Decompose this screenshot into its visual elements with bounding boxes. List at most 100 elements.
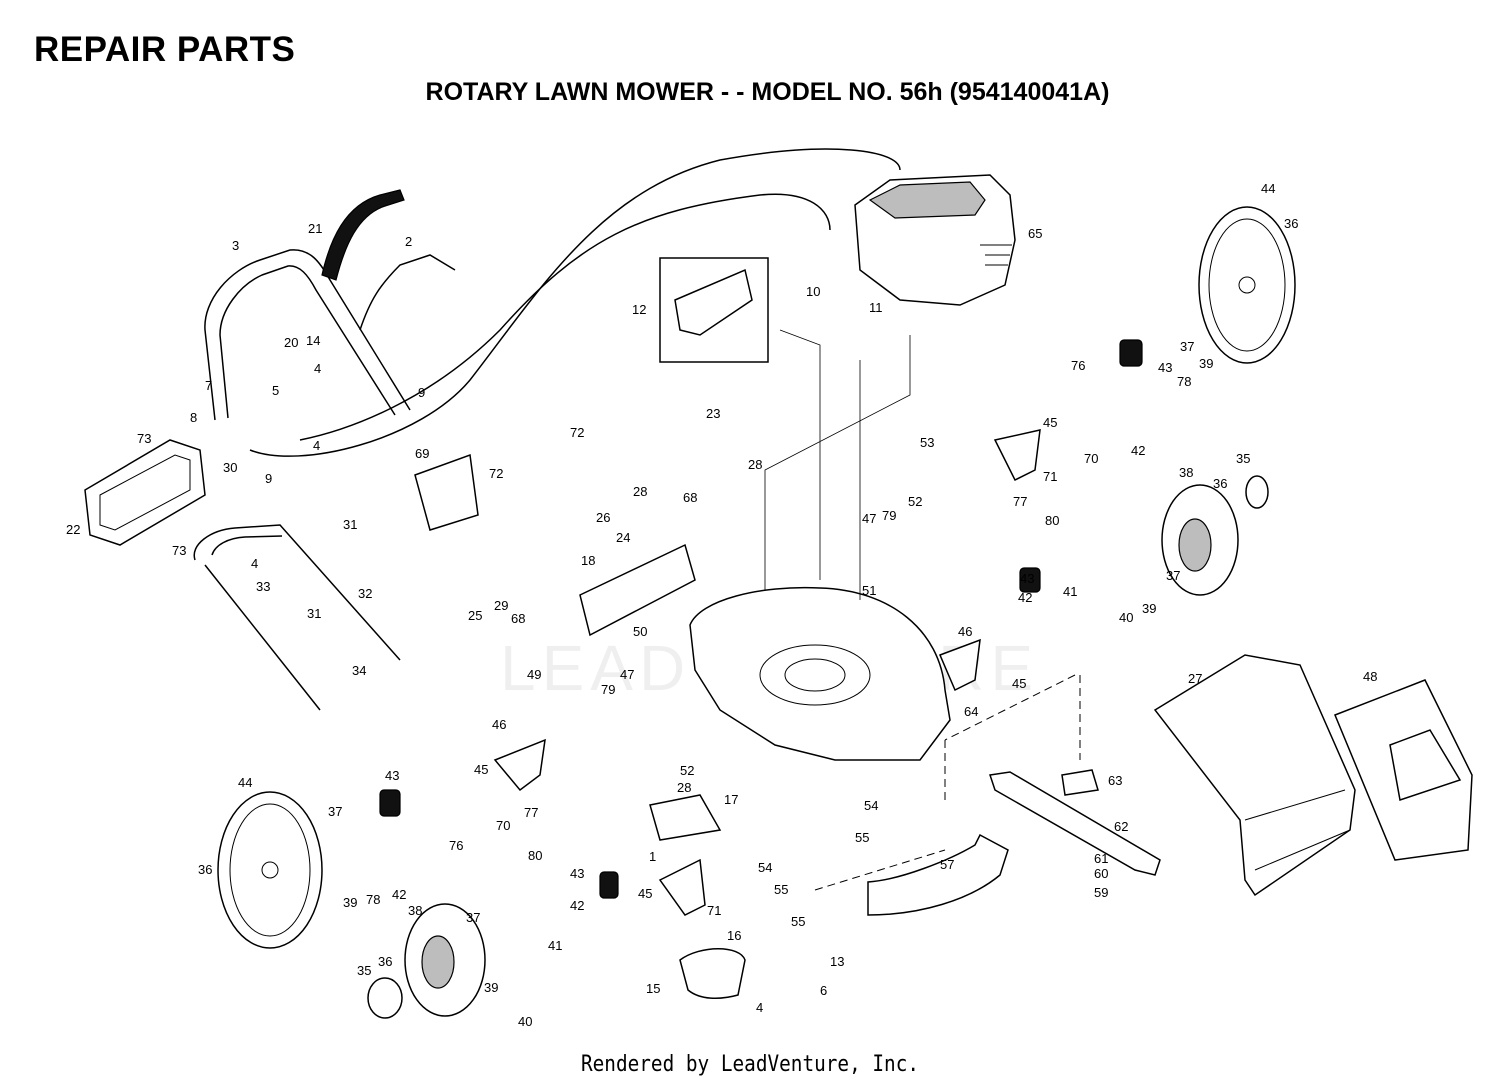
callout: 53 xyxy=(920,435,934,450)
callout: 72 xyxy=(489,466,503,481)
callout: 36 xyxy=(1213,476,1227,491)
callout: 4 xyxy=(313,438,320,453)
mower-blade xyxy=(989,771,1161,876)
callout: 4 xyxy=(314,361,321,376)
callout: 57 xyxy=(940,857,954,872)
callout: 37 xyxy=(328,804,342,819)
rear-wheel-right xyxy=(1198,206,1296,364)
mulch-plug xyxy=(867,833,1009,916)
callout: 13 xyxy=(830,954,844,969)
callout-labels: 3 21 2 20 14 7 5 4 9 8 4 30 9 73 22 73 3… xyxy=(66,181,1377,1029)
callout: 65 xyxy=(1028,226,1042,241)
chute-door xyxy=(679,948,746,1000)
callout: 34 xyxy=(352,663,366,678)
callout: 8 xyxy=(190,410,197,425)
callout: 72 xyxy=(570,425,584,440)
callout: 38 xyxy=(408,903,422,918)
callout: 22 xyxy=(66,522,80,537)
callout: 24 xyxy=(616,530,630,545)
callout: 47 xyxy=(620,667,634,682)
callout: 70 xyxy=(1084,451,1098,466)
callout: 2 xyxy=(405,234,412,249)
callout: 43 xyxy=(385,768,399,783)
callout: 29 xyxy=(494,598,508,613)
callout: 51 xyxy=(862,583,876,598)
throttle-cable xyxy=(249,148,901,457)
callout: 45 xyxy=(1043,415,1057,430)
rear-wheel-left xyxy=(217,791,323,949)
callout: 37 xyxy=(1180,339,1194,354)
hubcap-right xyxy=(1245,475,1269,509)
callout: 41 xyxy=(1063,584,1077,599)
callout: 54 xyxy=(864,798,878,813)
callout: 41 xyxy=(548,938,562,953)
callout: 43 xyxy=(570,866,584,881)
adjuster-knob-rl xyxy=(379,789,401,817)
callout: 18 xyxy=(581,553,595,568)
callout: 73 xyxy=(172,543,186,558)
callout: 46 xyxy=(492,717,506,732)
callout: 39 xyxy=(343,895,357,910)
upper-handle xyxy=(204,249,411,421)
callout: 48 xyxy=(1363,669,1377,684)
callout: 9 xyxy=(265,471,272,486)
rendered-by-footer: Rendered by LeadVenture, Inc. xyxy=(580,1052,920,1077)
callout: 11 xyxy=(869,300,883,315)
callout: 55 xyxy=(791,914,805,929)
callout: 76 xyxy=(449,838,463,853)
callout: 71 xyxy=(707,903,721,918)
callout: 76 xyxy=(1071,358,1085,373)
callout: 42 xyxy=(570,898,584,913)
callout: 3 xyxy=(232,238,239,253)
callout: 23 xyxy=(706,406,720,421)
height-adjuster-lower xyxy=(658,858,706,916)
lower-handle xyxy=(193,524,401,711)
callout: 45 xyxy=(1012,676,1026,691)
callout: 69 xyxy=(415,446,429,461)
callout: 45 xyxy=(474,762,488,777)
callout: 40 xyxy=(518,1014,532,1029)
callout: 71 xyxy=(1043,469,1057,484)
callout: 78 xyxy=(366,892,380,907)
adjuster-knob-fr xyxy=(1019,567,1041,593)
callout: 60 xyxy=(1094,866,1108,881)
handle-grip xyxy=(321,189,405,281)
callout: 43 xyxy=(1020,571,1034,586)
mower-deck xyxy=(689,586,951,761)
callout: 38 xyxy=(1179,465,1193,480)
inset-frame xyxy=(659,257,769,363)
callout: 5 xyxy=(272,383,279,398)
callout: 20 xyxy=(284,335,298,350)
callout: 68 xyxy=(511,611,525,626)
callout: 61 xyxy=(1094,851,1108,866)
callout: 36 xyxy=(198,862,212,877)
callout: 77 xyxy=(1013,494,1027,509)
callout: 78 xyxy=(1177,374,1191,389)
callout: 64 xyxy=(964,704,978,719)
callout: 37 xyxy=(466,910,480,925)
callout: 30 xyxy=(223,460,237,475)
rear-flap xyxy=(414,453,479,531)
height-adjuster-left xyxy=(493,738,546,792)
callout: 4 xyxy=(756,1000,763,1015)
callout: 25 xyxy=(468,608,482,623)
callout: 73 xyxy=(137,431,151,446)
callout: 70 xyxy=(496,818,510,833)
callout: 9 xyxy=(418,385,425,400)
callout: 39 xyxy=(1199,356,1213,371)
adjuster-knob-fl xyxy=(599,871,619,899)
callout: 77 xyxy=(524,805,538,820)
callout: 1 xyxy=(649,849,656,864)
callout: 62 xyxy=(1114,819,1128,834)
callout: 45 xyxy=(638,886,652,901)
callout: 54 xyxy=(758,860,772,875)
callout: 49 xyxy=(527,667,541,682)
callout: 12 xyxy=(632,302,646,317)
callout: 44 xyxy=(238,775,252,790)
callout: 16 xyxy=(727,928,741,943)
console-bag-holder xyxy=(84,439,206,546)
callout: 31 xyxy=(307,606,321,621)
upper-handle-inner xyxy=(219,265,396,419)
height-adjuster-right xyxy=(993,429,1041,482)
control-cable xyxy=(299,193,831,441)
